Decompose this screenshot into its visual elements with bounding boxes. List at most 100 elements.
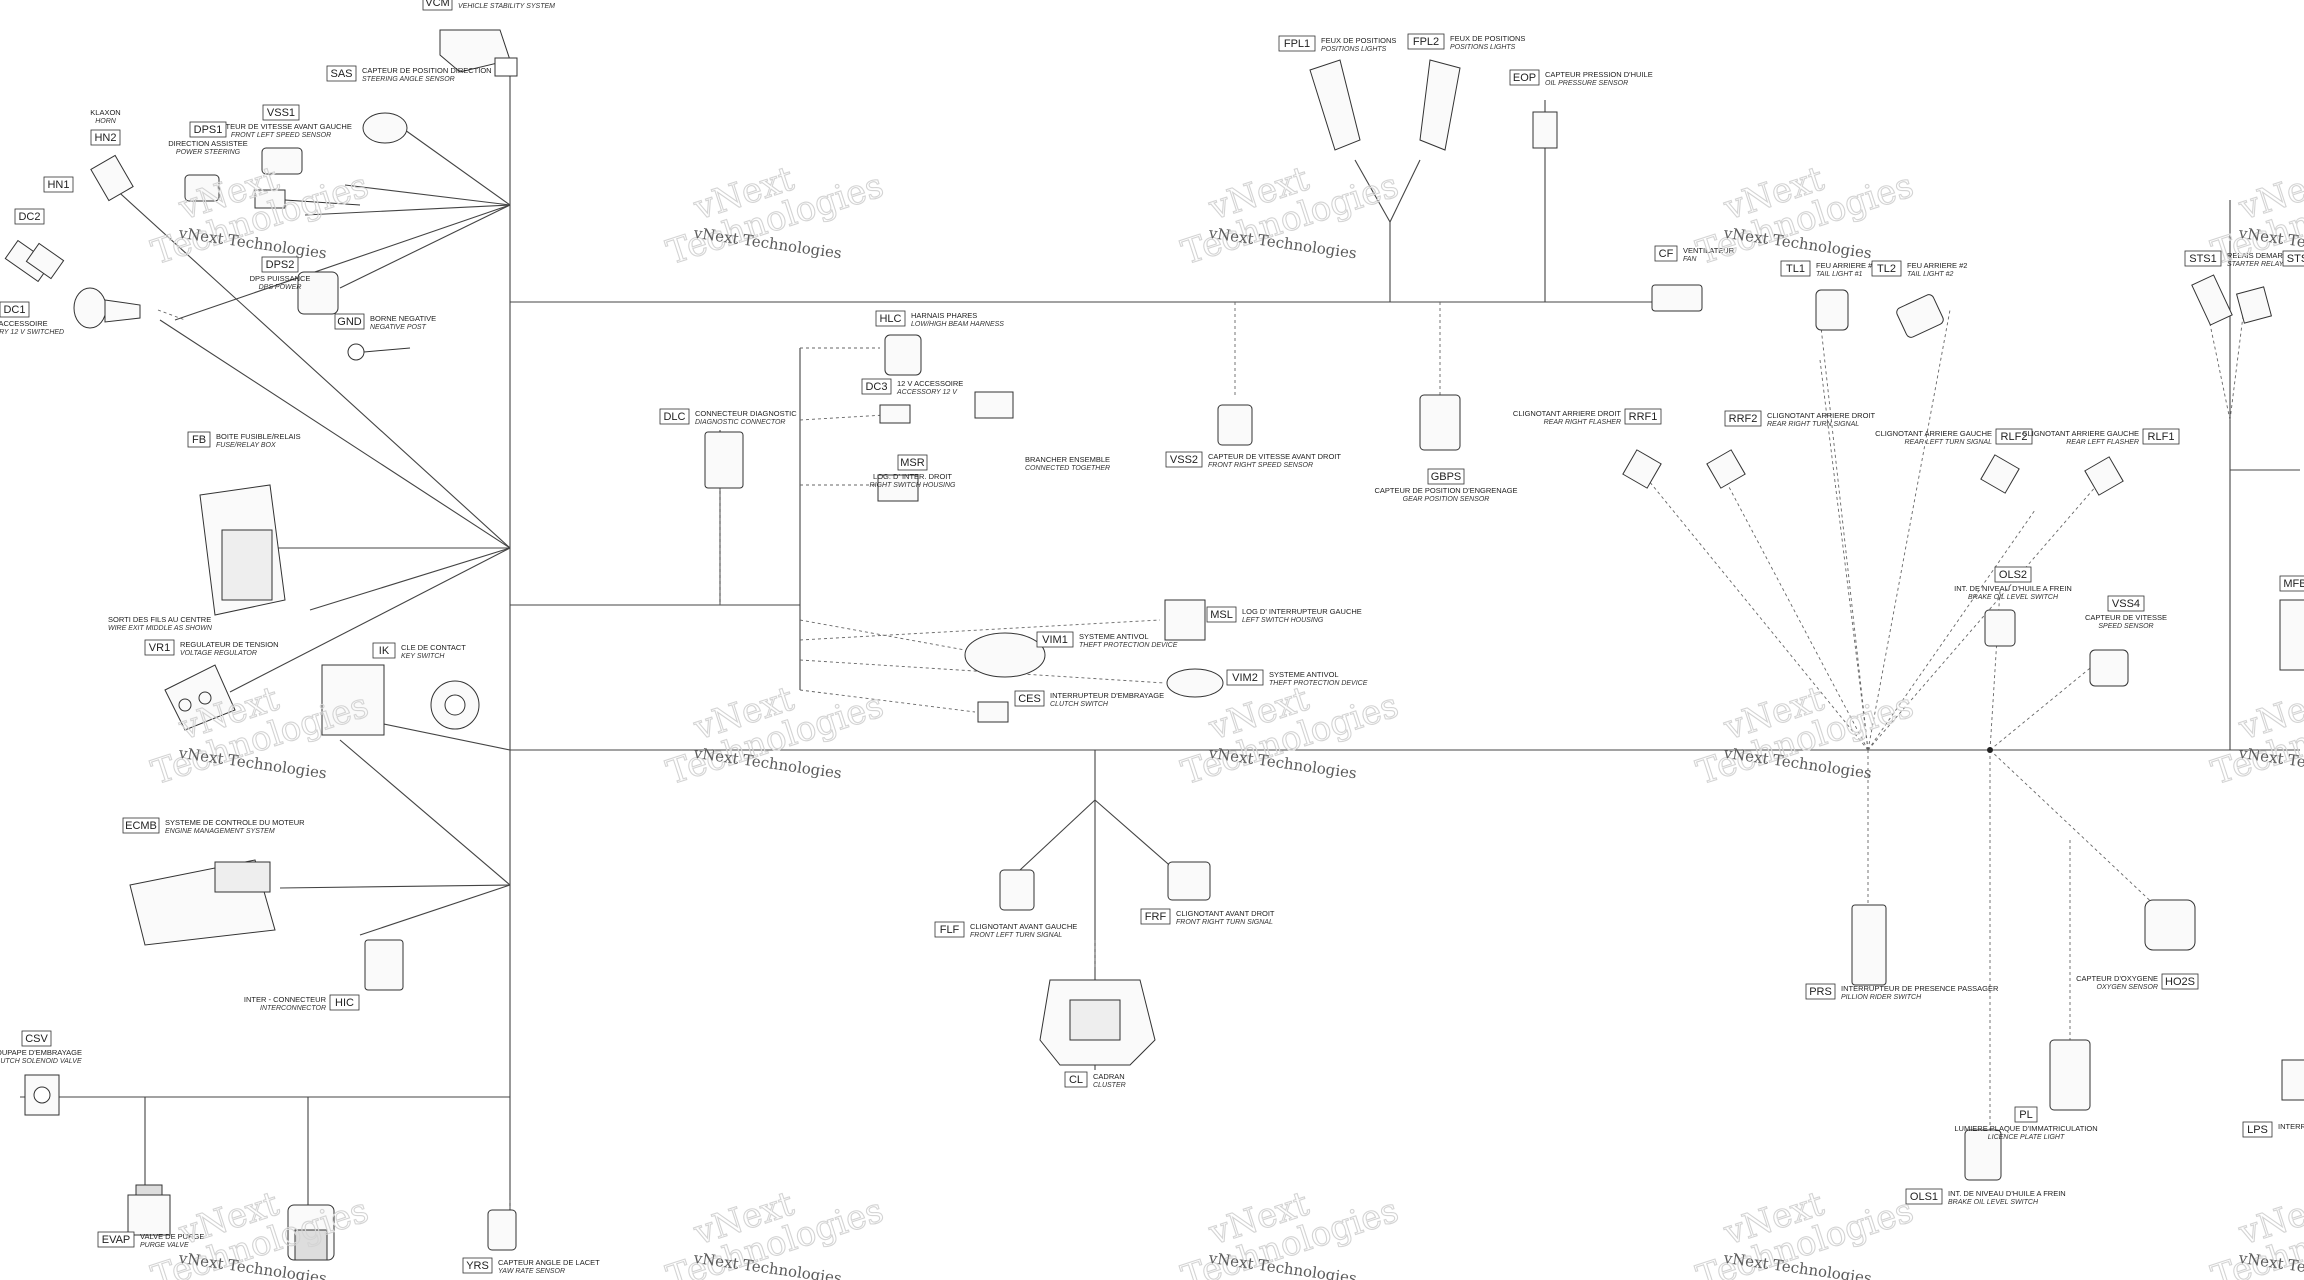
label-fr-dps1: DIRECTION ASSISTEE (168, 139, 248, 148)
label-fr-dps2: DPS PUISSANCE (250, 274, 311, 283)
code-box-vss4 (2107, 595, 2145, 612)
label-fr-evap: VALVE DE PURGE (140, 1232, 204, 1241)
label-fr-pl: LUMIERE PLAQUE D'IMMATRICULATION (1954, 1124, 2097, 1133)
label-en-flf: FRONT LEFT TURN SIGNAL (970, 932, 1062, 939)
code-box-mfb3 (2279, 575, 2304, 592)
label-en-yrs: YAW RATE SENSOR (498, 1268, 565, 1275)
code-box-gnd (334, 313, 365, 330)
code-sts2: STS (2287, 253, 2304, 265)
label-en-hn2: HORN (95, 118, 117, 125)
code-box-vss2 (1165, 451, 1203, 468)
label-fr-dc3: 12 V ACCESSOIRE (897, 379, 963, 388)
code-box-vr1 (144, 639, 175, 656)
label-fr-branch: BRANCHER ENSEMBLE (1025, 455, 1110, 464)
code-ecmb: ECMB (125, 820, 157, 832)
label-en-dlc: DIAGNOSTIC CONNECTOR (695, 419, 786, 426)
code-hn1: HN1 (47, 179, 69, 191)
label-fr-rrf2: CLIGNOTANT ARRIERE DROIT (1767, 411, 1875, 420)
code-box-frf (1140, 908, 1171, 925)
code-box-tl1 (1780, 260, 1811, 277)
code-hn2: HN2 (94, 132, 116, 144)
label-en-tl1: TAIL LIGHT #1 (1816, 271, 1863, 278)
label-fr-hlc: HARNAIS PHARES (911, 311, 977, 320)
code-box-hlc (875, 310, 906, 327)
code-hlc: HLC (879, 313, 901, 325)
code-box-fpl1 (1278, 35, 1316, 52)
label-fr-vim1: SYSTEME ANTIVOL (1079, 632, 1149, 641)
label-en-cl: CLUSTER (1093, 1082, 1126, 1089)
label-en-msr: RIGHT SWITCH HOUSING (870, 482, 956, 489)
code-box-dc3 (861, 378, 892, 395)
code-sts1: STS1 (2189, 253, 2217, 265)
label-en-evap: PURGE VALVE (140, 1242, 189, 1249)
code-gnd: GND (337, 316, 362, 328)
code-box-gbps (1427, 468, 1465, 485)
label-fr-fpl2: FEUX DE POSITIONS (1450, 34, 1525, 43)
label-en-gbps: GEAR POSITION SENSOR (1403, 496, 1490, 503)
label-en-vim2: THEFT PROTECTION DEVICE (1269, 680, 1368, 687)
code-dps2: DPS2 (266, 259, 295, 271)
code-fpl1: FPL1 (1284, 38, 1310, 50)
label-en-rrf1: REAR RIGHT FLASHER (1544, 419, 1621, 426)
code-box-msl (1206, 606, 1237, 623)
label-fr-tl1: FEU ARRIERE #1 (1816, 261, 1876, 270)
code-box-eop (1509, 69, 1540, 86)
code-box-ces (1014, 690, 1045, 707)
label-en-hlc: LOW/HIGH BEAM HARNESS (911, 321, 1004, 328)
label-en-prs: PILLION RIDER SWITCH (1841, 994, 1922, 1001)
label-fr-hn2: KLAXON (90, 108, 120, 117)
code-yrs: YRS (466, 1260, 489, 1272)
label-fr-ces: INTERRUPTEUR D'EMBRAYAGE (1050, 691, 1164, 700)
code-dc3: DC3 (865, 381, 887, 393)
code-box-ik (372, 642, 396, 659)
code-dlc: DLC (663, 411, 685, 423)
code-vcm: VCM (425, 0, 449, 9)
code-box-vcm (422, 0, 453, 11)
label-en-ces: CLUTCH SWITCH (1050, 701, 1109, 708)
label-fr-lps: INTERRUPTEUR (2278, 1122, 2304, 1131)
code-box-rrf2 (1724, 410, 1762, 427)
label-en-vss4: SPEED SENSOR (2098, 623, 2153, 630)
code-vim2: VIM2 (1232, 672, 1258, 684)
code-frf: FRF (1145, 911, 1167, 923)
label-en-dc1: ACCESSORY 12 V SWITCHED (0, 329, 64, 336)
code-box-ols1 (1905, 1188, 1943, 1205)
code-csv: CSV (25, 1033, 48, 1045)
code-box-yrs (462, 1257, 493, 1274)
label-fr-fb: BOITE FUSIBLE/RELAIS (216, 432, 301, 441)
label-en-ho2s: OXYGEN SENSOR (2097, 984, 2158, 991)
label-en-ecmb: ENGINE MANAGEMENT SYSTEM (165, 828, 275, 835)
code-ik: IK (379, 645, 390, 657)
code-box-hn2 (90, 129, 121, 146)
label-en-cf: FAN (1683, 256, 1697, 263)
label-en-rrf2: REAR RIGHT TURN SIGNAL (1767, 421, 1859, 428)
code-vss2: VSS2 (1170, 454, 1198, 466)
label-fr-rlf2: CLIGNOTANT ARRIERE GAUCHE (1875, 429, 1992, 438)
code-mfb3: MFB3 (2283, 578, 2304, 590)
label-en-dc3: ACCESSORY 12 V (896, 389, 958, 396)
label-en-vcm: VEHICLE STABILITY SYSTEM (458, 3, 555, 10)
label-en-vss1: FRONT LEFT SPEED SENSOR (231, 132, 331, 139)
code-msl: MSL (1210, 609, 1233, 621)
label-fr-frf: CLIGNOTANT AVANT DROIT (1176, 909, 1275, 918)
label-fr-vss2: CAPTEUR DE VITESSE AVANT DROIT (1208, 452, 1341, 461)
code-box-vim2 (1226, 669, 1264, 686)
code-pl: PL (2019, 1109, 2032, 1121)
label-en-fpl1: POSITIONS LIGHTS (1321, 46, 1387, 53)
label-fr-ecmb: SYSTEME DE CONTROLE DU MOTEUR (165, 818, 305, 827)
code-box-rrf1 (1624, 408, 1662, 425)
code-rrf1: RRF1 (1629, 411, 1658, 423)
label-en-sts1: STARTER RELAY (2227, 261, 2285, 268)
label-fr-msl: LOG D' INTERRUPTEUR GAUCHE (1242, 607, 1362, 616)
label-en-rlf2: REAR LEFT TURN SIGNAL (1904, 439, 1992, 446)
code-box-rlf1 (2142, 428, 2180, 445)
label-en-sas: STEERING ANGLE SENSOR (362, 76, 455, 83)
code-cl: CL (1069, 1074, 1083, 1086)
code-gbps: GBPS (1431, 471, 1462, 483)
label-en-csv: CLUTCH SOLENOID VALVE (0, 1058, 82, 1065)
label-fr-gbps: CAPTEUR DE POSITION D'ENGRENAGE (1374, 486, 1517, 495)
code-box-cf (1654, 245, 1678, 262)
